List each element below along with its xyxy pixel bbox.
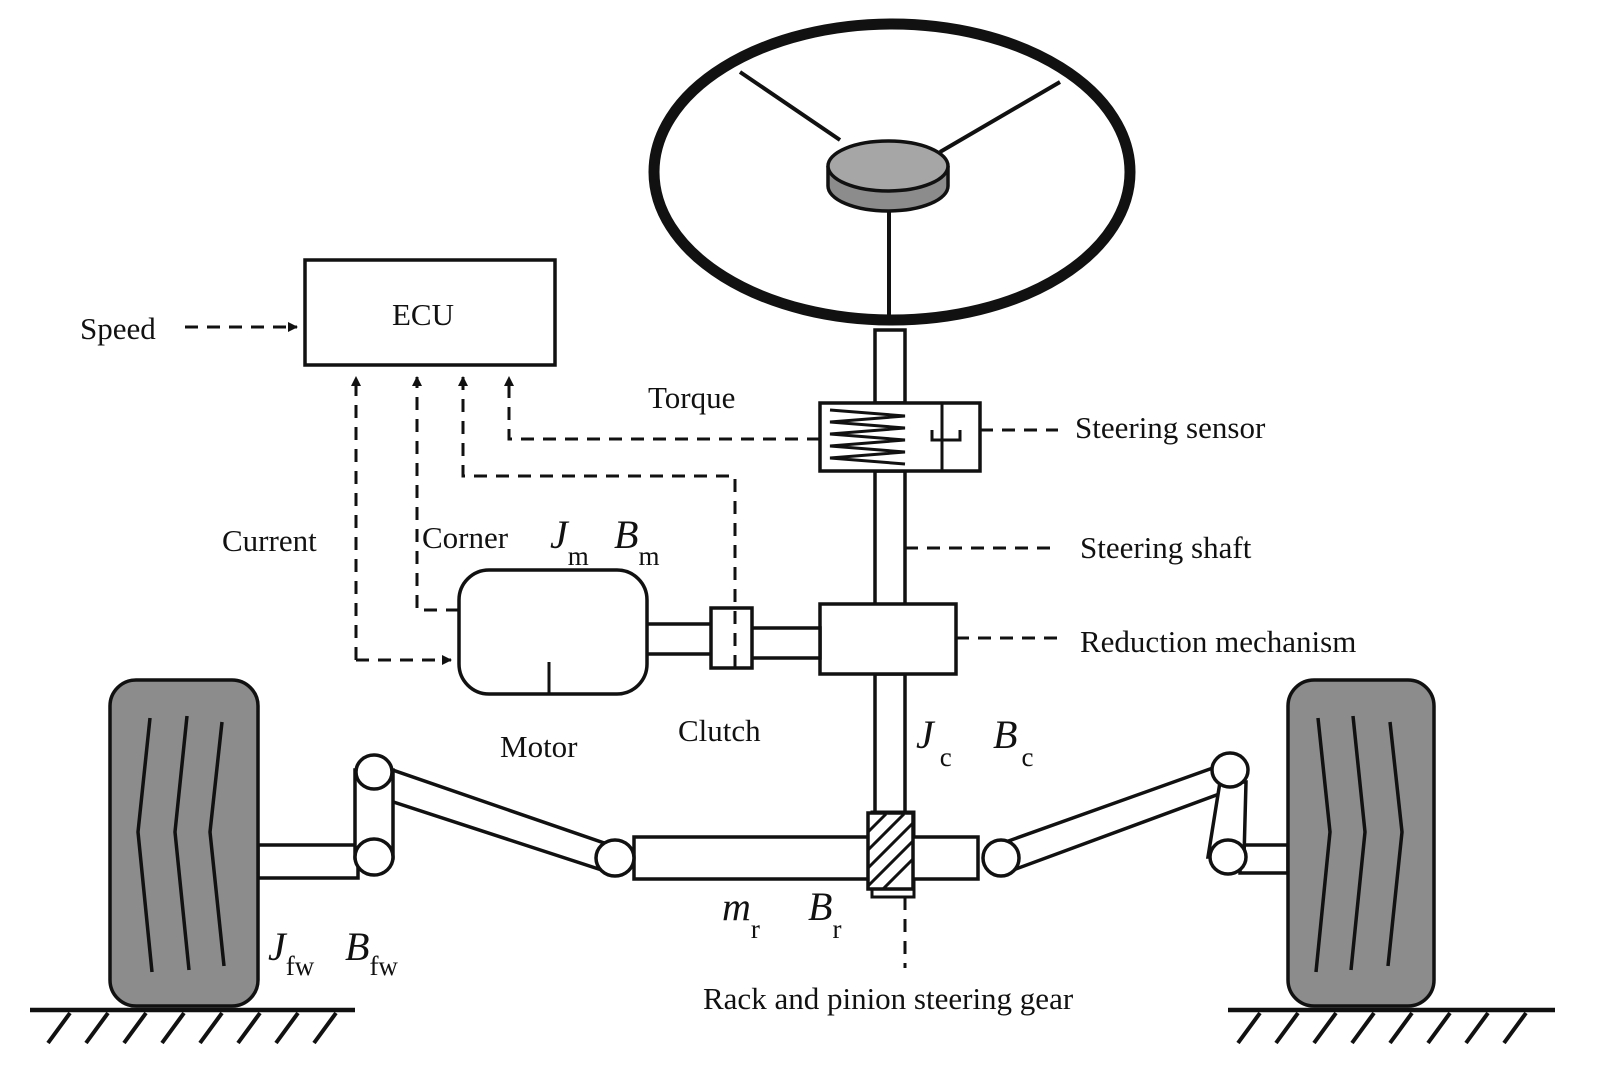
motor-damping-symbol: Bm xyxy=(614,512,659,571)
signal-lines xyxy=(185,322,820,668)
ecu-label: ECU xyxy=(392,297,454,332)
torque-arrow xyxy=(504,376,820,441)
reduction-mechanism-box xyxy=(818,602,958,676)
reduction-mechanism-label: Reduction mechanism xyxy=(1080,624,1356,659)
steering-wheel xyxy=(648,18,1136,326)
wheel-damping-symbol: Bfw xyxy=(345,924,398,981)
steering-shaft-label: Steering shaft xyxy=(1080,530,1252,565)
ecu-block: ECU xyxy=(303,258,557,367)
current-label: Current xyxy=(222,523,317,558)
left-linkage xyxy=(256,753,636,880)
corner-label: Corner xyxy=(422,520,509,555)
right-linkage xyxy=(981,751,1290,878)
motor-label: Motor xyxy=(500,729,578,764)
speed-label: Speed xyxy=(80,311,156,346)
motor-inertia-symbol: Jm xyxy=(550,512,589,571)
ground-right xyxy=(1228,1007,1555,1045)
ground-left xyxy=(30,1007,355,1045)
wheel-inertia-symbol: Jfw xyxy=(268,924,315,981)
left-wheel xyxy=(108,678,260,1008)
clutch-body xyxy=(709,606,754,670)
motor-clutch-assembly xyxy=(457,568,822,696)
clutch-signal-arrow xyxy=(458,376,737,668)
rack-damping-symbol: Br xyxy=(808,884,841,944)
rack-mass-symbol: mr xyxy=(722,884,760,944)
rack-and-pinion-gear xyxy=(632,811,980,891)
torque-label: Torque xyxy=(648,380,735,415)
corner-arrow xyxy=(412,376,459,612)
clutch-label: Clutch xyxy=(678,713,761,748)
leader-lines xyxy=(903,428,1066,968)
steering-sensor xyxy=(818,401,982,473)
motor-body xyxy=(457,568,649,696)
steering-wheel-hub xyxy=(826,139,950,213)
rack-and-pinion-label: Rack and pinion steering gear xyxy=(703,981,1074,1016)
right-wheel xyxy=(1286,678,1436,1008)
steering-sensor-label: Steering sensor xyxy=(1075,410,1266,445)
